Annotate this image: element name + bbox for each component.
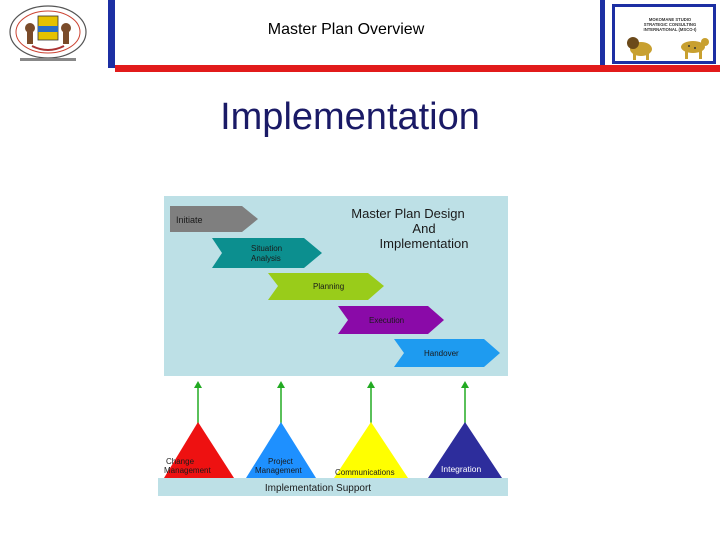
- slide-title: Implementation: [220, 96, 480, 138]
- support-project-label-1: Project: [268, 457, 294, 466]
- header-left-bar: [108, 0, 115, 68]
- support-communications: [334, 422, 408, 478]
- support-arrows: [194, 381, 469, 426]
- implementation-diagram: Master Plan Design And Implementation In…: [158, 196, 508, 496]
- support-integration-label: Integration: [441, 464, 481, 474]
- company-logo-text: MOKOMANE STUDIO STRATEGIC CONSULTING INT…: [643, 17, 697, 33]
- implementation-support-bar: [158, 478, 508, 496]
- header-right-bar: [600, 0, 605, 70]
- support-communications-label: Communications: [335, 468, 395, 477]
- phase-planning-label: Planning: [313, 282, 344, 291]
- diagram-title-line2: And: [412, 221, 435, 236]
- phase-situation-label-2: Analysis: [251, 254, 281, 263]
- animals-logo-graphic: [627, 37, 709, 60]
- phase-execution-label: Execution: [369, 316, 404, 325]
- phase-execution: [338, 306, 444, 334]
- support-project-label-2: Management: [255, 466, 302, 475]
- support-integration: [428, 422, 502, 478]
- support-project-management: [246, 422, 316, 478]
- coat-of-arms-logo: [9, 5, 87, 61]
- support-change-label-2: Management: [164, 466, 211, 475]
- header-red-line: [115, 65, 720, 72]
- company-logo: MOKOMANE STUDIO STRATEGIC CONSULTING INT…: [612, 4, 716, 64]
- support-change-label-1: Change: [166, 457, 195, 466]
- phase-situation-label-1: Situation: [251, 244, 282, 253]
- diagram-title-line1: Master Plan Design: [351, 206, 464, 221]
- diagram-title-line3: Implementation: [380, 236, 469, 251]
- implementation-support-label: Implementation Support: [265, 483, 371, 494]
- phase-planning: [268, 273, 384, 300]
- phase-initiate-label: Initiate: [176, 215, 203, 225]
- slide-header: Master Plan Overview MOKOMANE STUDIO STR…: [0, 0, 720, 76]
- phase-situation-analysis: [212, 238, 322, 268]
- phase-initiate: [170, 206, 258, 232]
- phase-handover-label: Handover: [424, 349, 459, 358]
- phase-handover: [394, 339, 500, 367]
- header-title: Master Plan Overview: [267, 21, 425, 38]
- support-change-management: [164, 422, 234, 478]
